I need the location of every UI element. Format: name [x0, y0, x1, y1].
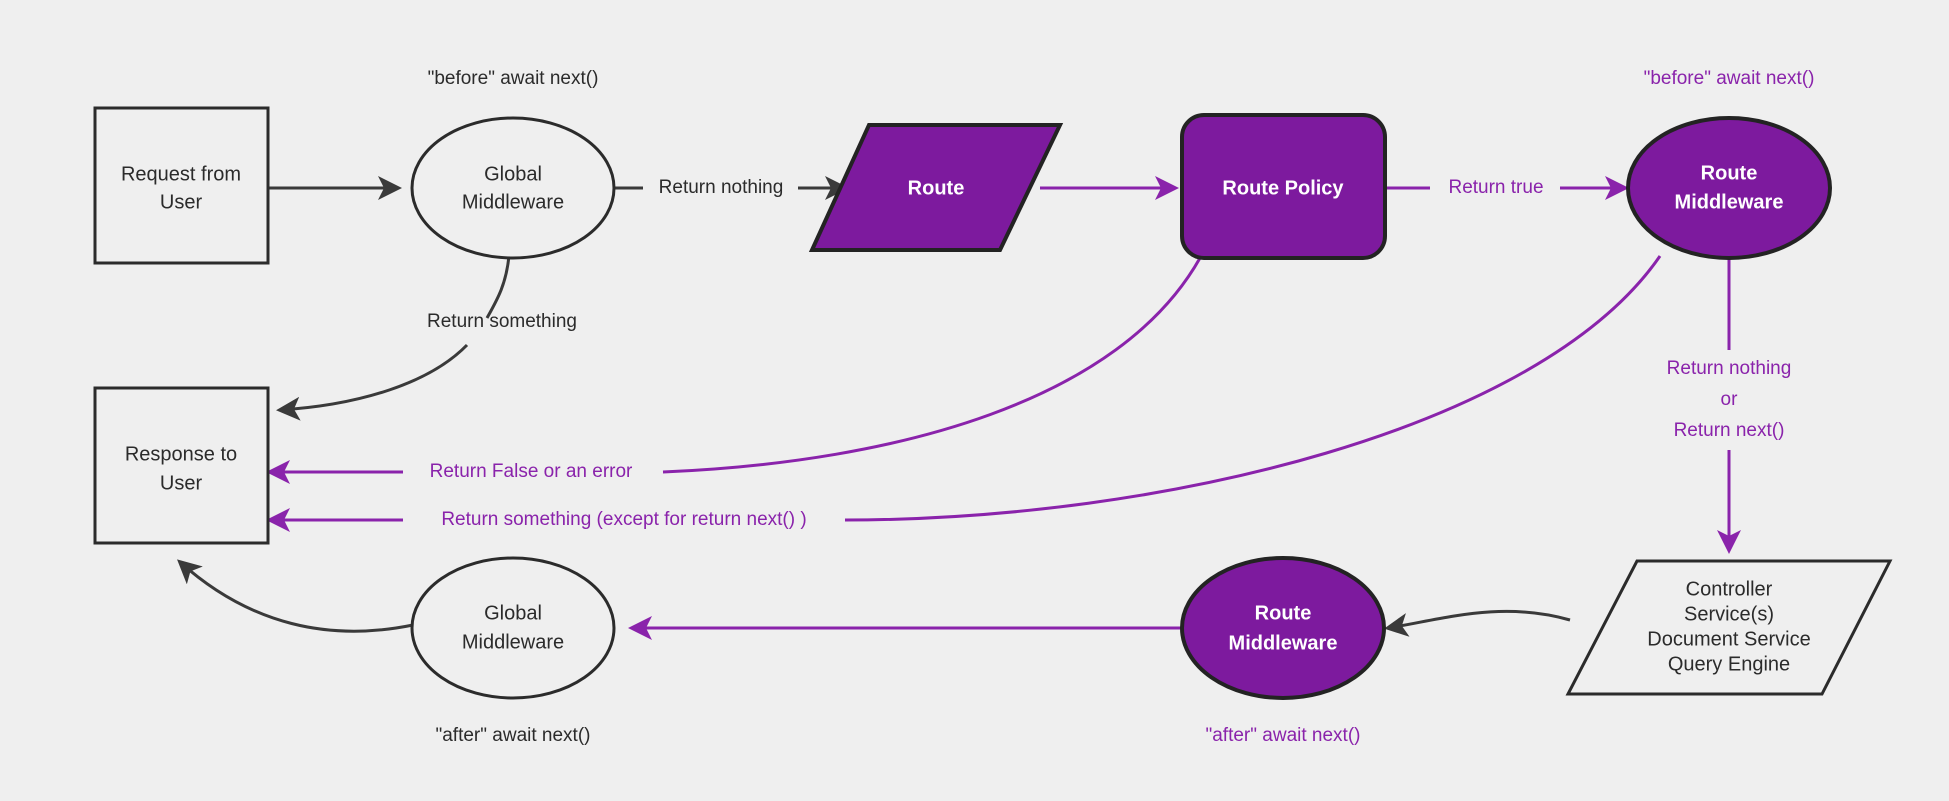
route-policy-shape	[1180, 113, 1387, 260]
annotation-after-await-next-bottom-left: "after" await next()	[436, 725, 591, 746]
route-middleware-top-label-line2: Middleware	[1675, 191, 1784, 213]
controller-label-line1: Controller	[1686, 578, 1773, 600]
request-from-user-label-line2: User	[160, 191, 203, 213]
route-policy-label: Route Policy	[1222, 177, 1344, 199]
controller-shape	[1565, 559, 1893, 696]
edge-label-return-nothing-or-line3: Return next()	[1674, 420, 1785, 441]
route-middleware-bottom-label-line2: Middleware	[1229, 632, 1338, 654]
global-middleware-bottom-label-line1: Global	[484, 602, 542, 624]
edge-controller-to-route-middleware-bottom	[1384, 609, 1571, 637]
annotation-after-await-next-bottom-right: "after" await next()	[1206, 725, 1361, 746]
response-to-user-shape	[93, 386, 270, 545]
route-middleware-bottom-label-line1: Route	[1255, 602, 1312, 624]
annotation-before-await-next-top-right: "before" await next()	[1644, 68, 1815, 89]
global-middleware-top-label-line2: Middleware	[462, 191, 564, 213]
global-middleware-bottom-shape	[410, 556, 616, 700]
response-to-user-label-line1: Response to	[125, 443, 237, 465]
global-middleware-top-label-line1: Global	[484, 163, 542, 185]
node-route[interactable]: Route	[808, 123, 1064, 252]
node-route-middleware-top[interactable]: Route Middleware	[1626, 116, 1832, 260]
node-route-policy[interactable]: Route Policy	[1180, 113, 1387, 260]
edge-route-middleware-to-label-return-something-except	[844, 255, 1662, 522]
edge-label-return-nothing: Return nothing	[659, 177, 784, 198]
route-shape	[808, 123, 1064, 252]
route-middleware-bottom-shape	[1180, 556, 1386, 700]
edge-label-return-nothing-or-line1: Return nothing	[1667, 358, 1792, 379]
route-middleware-top-shape	[1626, 116, 1832, 260]
node-global-middleware-bottom[interactable]: Global Middleware	[410, 556, 616, 700]
edge-label-return-something-except: Return something (except for return next…	[441, 509, 806, 530]
response-to-user-label-line2: User	[160, 472, 203, 494]
edge-label-return-nothing-or-line2: or	[1721, 389, 1739, 410]
node-controller[interactable]: Controller Service(s) Document Service Q…	[1565, 559, 1893, 696]
controller-label-line2: Service(s)	[1684, 603, 1774, 625]
global-middleware-bottom-label-line2: Middleware	[462, 631, 564, 653]
edge-route-policy-to-label-return-false	[662, 257, 1202, 474]
edge-global-middleware-bottom-to-response	[177, 559, 414, 633]
controller-label-line4: Query Engine	[1668, 653, 1790, 675]
route-label: Route	[908, 177, 965, 199]
edge-label-return-something: Return something	[427, 311, 577, 332]
annotation-before-await-next-top-left: "before" await next()	[428, 68, 599, 89]
node-route-middleware-bottom[interactable]: Route Middleware	[1180, 556, 1386, 700]
edge-label-return-something-to-response	[276, 343, 469, 421]
edge-global-middleware-to-label-return-something	[485, 255, 511, 319]
request-from-user-shape	[93, 106, 270, 265]
node-global-middleware-top[interactable]: Global Middleware	[410, 116, 616, 260]
node-response-to-user[interactable]: Response to User	[93, 386, 270, 545]
controller-label-line3: Document Service	[1647, 628, 1810, 650]
route-middleware-top-label-line1: Route	[1701, 162, 1758, 184]
edge-label-return-false-or-error: Return False or an error	[430, 461, 633, 482]
node-request-from-user[interactable]: Request from User	[93, 106, 270, 265]
global-middleware-top-shape	[410, 116, 616, 260]
request-from-user-label-line1: Request from	[121, 163, 241, 185]
edge-label-return-true: Return true	[1448, 177, 1543, 198]
